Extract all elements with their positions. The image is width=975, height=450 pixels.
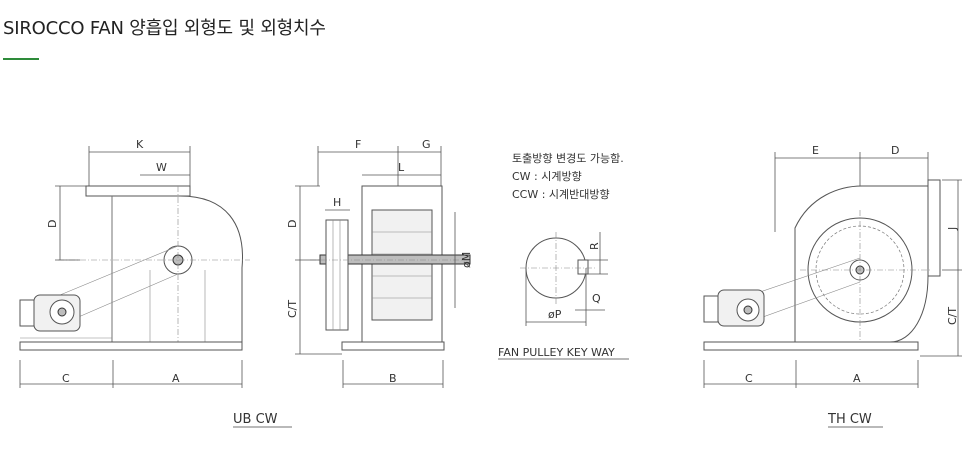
- keyway-view: R Q øP FAN PULLEY KEY WAY: [498, 232, 629, 360]
- dim-label-a-th: A: [853, 372, 861, 385]
- dim-label-r: R: [588, 242, 601, 250]
- dim-label-c: C: [62, 372, 70, 385]
- side-view: F G L H D C/T øM B: [286, 138, 473, 388]
- dim-label-q: Q: [592, 292, 601, 305]
- dim-label-m: øM: [460, 252, 473, 268]
- note-line-3: CCW : 시계반대방향: [512, 188, 610, 201]
- dim-label-e: E: [812, 144, 819, 157]
- note-line-2: CW : 시계방향: [512, 170, 582, 183]
- ub-base-frame: [19, 341, 243, 351]
- keyway-slot: [577, 259, 589, 275]
- dim-label-h: H: [333, 196, 341, 209]
- dim-label-c-th: C: [745, 372, 753, 385]
- ub-cw-view: K W D C A UB CW: [19, 138, 292, 428]
- dim-label-ct-side: C/T: [286, 300, 299, 318]
- side-wheel: [371, 209, 433, 321]
- dim-label-d-side: D: [286, 220, 299, 228]
- notes: 토출방향 변경도 가능함. CW : 시계방향 CCW : 시계반대방향: [512, 152, 624, 201]
- dim-label-ct-th: C/T: [946, 307, 959, 325]
- ub-outlet-flange: [85, 185, 191, 197]
- th-cw-caption: TH CW: [827, 412, 872, 427]
- keyway-caption: FAN PULLEY KEY WAY: [498, 346, 615, 359]
- dim-label-j: J: [946, 227, 959, 231]
- page-title: SIROCCO FAN 양흡입 외형도 및 외형치수: [3, 18, 326, 39]
- dim-label-a: A: [172, 372, 180, 385]
- dim-label-g: G: [422, 138, 431, 151]
- side-pulley: [325, 219, 349, 331]
- ub-motor-end: [19, 299, 35, 327]
- th-cw-view: E D J C/T C A TH CW: [703, 144, 962, 428]
- ub-cw-caption: UB CW: [233, 412, 278, 427]
- note-line-1: 토출방향 변경도 가능함.: [512, 152, 624, 165]
- dim-label-k: K: [136, 138, 144, 151]
- dim-label-f: F: [355, 138, 361, 151]
- dim-label-w: W: [156, 161, 167, 174]
- dim-label-l: L: [398, 161, 405, 174]
- th-base-frame: [703, 341, 919, 351]
- dim-label-b: B: [389, 372, 397, 385]
- side-shaft: [319, 254, 471, 265]
- title-underline: [3, 58, 39, 60]
- dim-label-p: øP: [548, 308, 562, 321]
- dim-label-d-th: D: [891, 144, 899, 157]
- th-motor-end: [703, 295, 719, 323]
- side-base: [341, 341, 445, 351]
- dim-label-d: D: [46, 220, 59, 228]
- th-outlet-flange: [927, 179, 941, 277]
